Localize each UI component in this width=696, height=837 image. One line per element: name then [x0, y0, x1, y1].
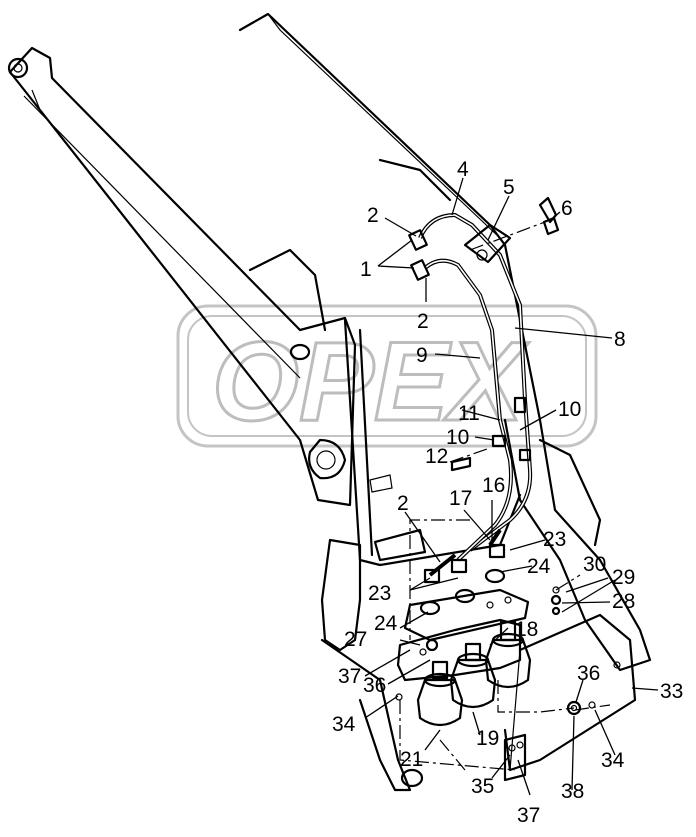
callout-36: 36: [577, 662, 600, 685]
accumulator-21: [416, 660, 464, 727]
callout-34: 34: [601, 749, 625, 772]
callout-28: 28: [612, 590, 635, 613]
bracket: [396, 618, 522, 682]
callout-21: 21: [400, 748, 423, 771]
callout-33: 33: [660, 680, 683, 703]
callout-6: 6: [561, 197, 573, 220]
leader-lines: [364, 177, 659, 796]
callout-36: 36: [363, 674, 386, 697]
callout-37: 37: [338, 665, 361, 688]
accumulator-19: [449, 642, 497, 709]
callout-16: 16: [482, 474, 505, 497]
callout-2: 2: [367, 204, 379, 227]
callout-19: 19: [476, 727, 499, 750]
callout-23: 23: [543, 528, 566, 551]
callout-30: 30: [583, 553, 606, 576]
callout-8: 8: [614, 328, 626, 351]
callout-29: 29: [612, 566, 635, 589]
callout-23: 23: [368, 582, 391, 605]
accumulator-18: [484, 620, 532, 689]
callout-4: 4: [457, 158, 469, 181]
callout-38: 38: [561, 780, 584, 803]
callout-27: 27: [344, 628, 367, 651]
accumulators: [416, 620, 532, 727]
callout-9: 9: [416, 344, 428, 367]
callout-labels: 1 2 2 2 4 5 6 8 9 10 10 11 12 16 17 18 1…: [332, 158, 683, 827]
callout-10: 10: [558, 398, 581, 421]
callout-2: 2: [397, 492, 409, 515]
hardware-bolts: [395, 586, 562, 701]
callout-2: 2: [417, 310, 429, 333]
callout-1: 1: [360, 258, 372, 281]
callout-34: 34: [332, 713, 356, 736]
hose-fittings: [408, 229, 532, 472]
callout-18: 18: [515, 618, 538, 641]
callout-5: 5: [503, 176, 515, 199]
crossbeam-frame: [308, 318, 522, 792]
watermark: OPEX: [176, 304, 598, 448]
callout-35: 35: [471, 775, 494, 798]
left-boom-arm: [7, 46, 357, 507]
callout-11: 11: [458, 402, 480, 425]
callout-12: 12: [425, 445, 448, 468]
callout-17: 17: [449, 487, 472, 510]
callout-24: 24: [527, 555, 551, 578]
watermark-text: OPEX: [212, 319, 530, 444]
manifold-plate: [403, 543, 530, 642]
callout-10: 10: [446, 426, 469, 449]
right-boom-arm: [238, 12, 652, 672]
callout-37: 37: [517, 804, 540, 827]
callout-24: 24: [374, 612, 398, 635]
